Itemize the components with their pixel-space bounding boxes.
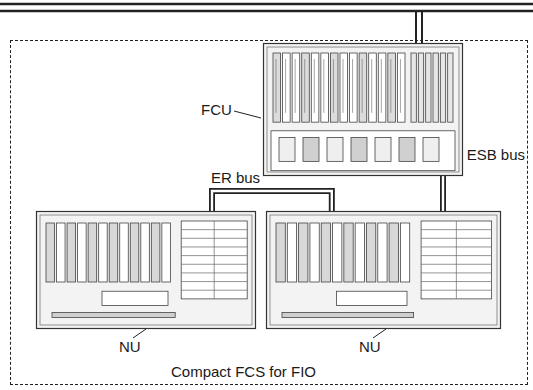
node-unit: NU: [36, 211, 256, 329]
fcu-unit: FCU: [263, 43, 463, 176]
unit-label: NU: [359, 338, 381, 355]
bus-drop: [421, 11, 423, 43]
leader-line: [373, 329, 386, 338]
bus-connector: [212, 191, 332, 211]
system-boundary: Compact FCS for FIOFCUNUNU: [10, 40, 528, 385]
unit-label: FCU: [201, 101, 232, 118]
leader-line: [133, 329, 146, 338]
unit-label: NU: [119, 338, 141, 355]
bus-connector: [443, 176, 444, 211]
network-bus: [0, 10, 533, 13]
group-label: Compact FCS for FIO: [171, 363, 316, 380]
bus-label: ESB bus: [465, 146, 527, 163]
device-illustration: [266, 211, 501, 329]
node-unit: NU: [266, 211, 501, 329]
bus-drop: [415, 11, 417, 43]
bus-label: ER bus: [209, 169, 262, 186]
device-illustration: [263, 43, 463, 176]
device-illustration: [36, 211, 256, 329]
leader-line: [234, 111, 261, 118]
network-bus: [0, 3, 533, 6]
